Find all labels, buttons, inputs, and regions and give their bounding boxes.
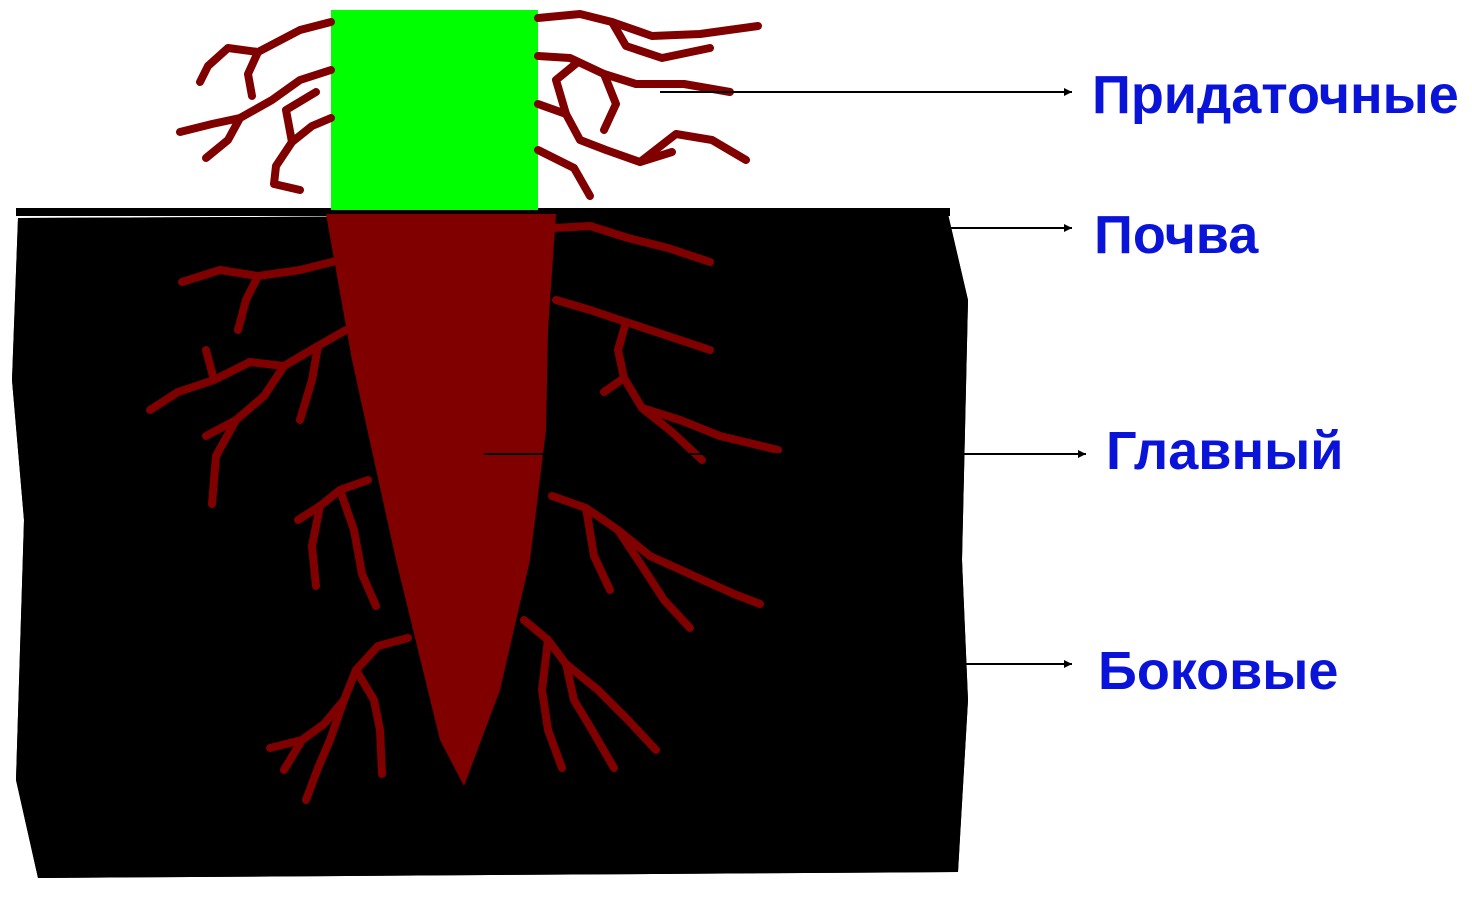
label-main-root: Главный [1106,424,1343,478]
label-adventitious-roots: Придаточные [1092,68,1459,122]
plant-stem [331,10,538,210]
label-lateral-roots: Боковые [1098,644,1338,698]
label-soil: Почва [1094,208,1258,262]
